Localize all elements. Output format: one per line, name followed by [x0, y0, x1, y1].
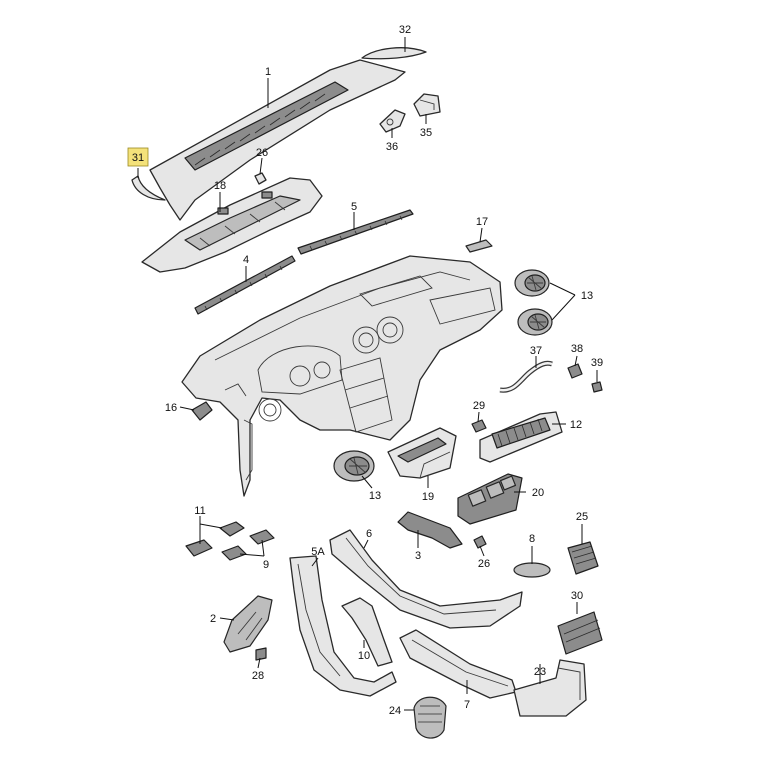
part-30-grille — [557, 611, 603, 655]
part-8-pad — [513, 562, 551, 578]
callout-37: 37 — [530, 345, 542, 357]
part-31-end-cap — [131, 175, 166, 201]
callout-12: 12 — [570, 419, 582, 431]
callout-31: 31 — [132, 152, 144, 164]
part-16-side-vent — [191, 401, 213, 421]
part-23-air-duct — [513, 659, 587, 717]
callout-28-left: 28 — [252, 670, 264, 682]
part-25-speaker-grille — [567, 541, 599, 575]
callout-20: 20 — [532, 487, 544, 499]
part-12-air-duct — [479, 411, 563, 463]
callout-39: 39 — [591, 357, 603, 369]
part-10-air-duct — [341, 597, 393, 667]
part-26-clip-lower — [473, 535, 487, 549]
part-24-vent-grille — [413, 696, 447, 739]
part-13-round-vent-upper — [514, 269, 550, 297]
callout-29: 29 — [473, 400, 485, 412]
callout-5a: 5A — [311, 546, 325, 558]
part-26-clip-top — [254, 172, 267, 185]
part-6-air-duct — [329, 529, 523, 629]
callout-8: 8 — [529, 533, 535, 545]
part-5-defroster-vent — [297, 209, 414, 255]
part-7-air-duct — [399, 629, 517, 699]
part-38-clip — [567, 363, 583, 379]
callout-23: 23 — [534, 666, 546, 678]
part-5a-air-duct — [289, 555, 397, 697]
callout-10: 10 — [358, 650, 370, 662]
callout-32: 32 — [399, 24, 411, 36]
part-28-bolt-left — [255, 647, 267, 661]
callout-9: 9 — [263, 559, 269, 571]
callout-16: 16 — [165, 402, 177, 414]
dashboard-main-body — [181, 255, 503, 497]
callout-5: 5 — [351, 201, 357, 213]
part-36-clip — [379, 109, 406, 133]
callout-19: 19 — [422, 491, 434, 503]
callout-2: 2 — [210, 613, 216, 625]
callout-7: 7 — [464, 699, 470, 711]
part-18-upper-bracket — [141, 177, 323, 273]
part-13-round-vent-lower — [517, 308, 553, 336]
leader-lines — [137, 37, 598, 711]
part-13-round-vent-left — [333, 450, 375, 482]
callout-25: 25 — [576, 511, 588, 523]
part-32-trim — [361, 47, 427, 60]
callout-38: 38 — [571, 343, 583, 355]
part-2-bracket — [223, 595, 273, 653]
callout-3: 3 — [415, 550, 421, 562]
callout-1: 1 — [265, 66, 271, 78]
part-35-bracket — [413, 93, 441, 117]
part-3-bracket — [397, 511, 463, 549]
callout-13-left: 13 — [369, 490, 381, 502]
callout-30: 30 — [571, 590, 583, 602]
callout-24: 24 — [389, 705, 401, 717]
callout-11: 11 — [194, 505, 205, 517]
callout-18: 18 — [214, 180, 226, 192]
part-39-grommet — [591, 381, 603, 393]
callout-26-lower: 26 — [478, 558, 490, 570]
callout-6: 6 — [366, 528, 372, 540]
callout-36: 36 — [386, 141, 398, 153]
part-19-storage-tray — [387, 427, 457, 479]
callout-4: 4 — [243, 254, 249, 266]
callout-35: 35 — [420, 127, 432, 139]
callout-13-upper: 13 — [581, 290, 593, 302]
part-17-sensor-cover — [465, 239, 493, 253]
part-20-switch-panel — [457, 473, 523, 525]
callout-26-top: 26 — [256, 147, 268, 159]
part-1-cowl-panel — [149, 59, 406, 221]
callout-17: 17 — [476, 216, 488, 228]
part-11-switch-a — [185, 521, 245, 557]
part-29-clip — [471, 419, 487, 433]
part-4-defroster-vent — [194, 255, 296, 315]
callout-labels: 32 1 31 26 18 5 4 17 35 36 13 37 38 39 1… — [127, 22, 603, 717]
